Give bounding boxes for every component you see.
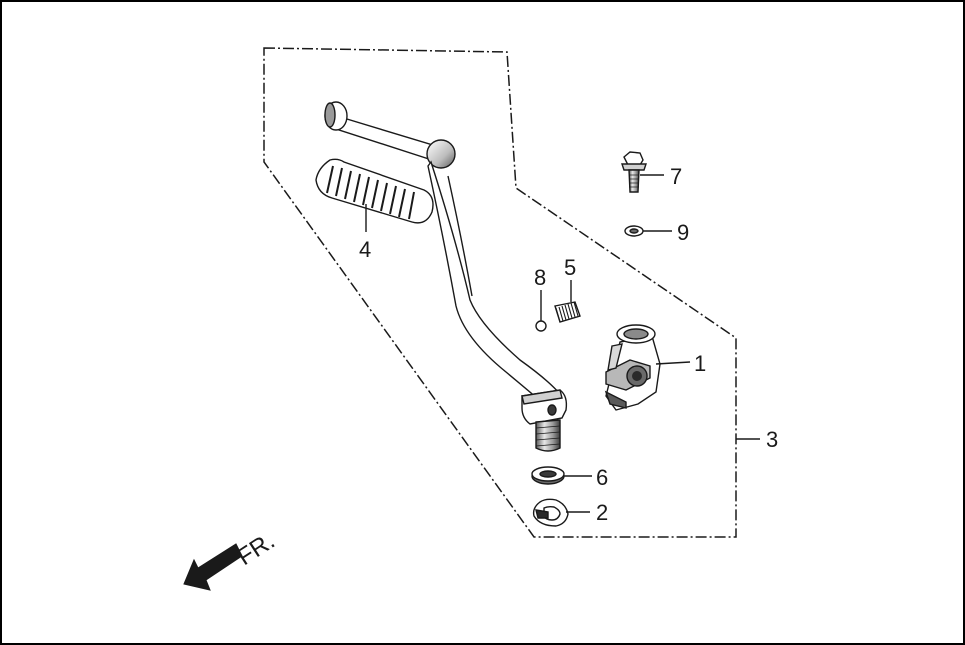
part-1-clamp [604,324,661,411]
callout-9: 9 [677,220,689,245]
part-6-washer [531,466,565,485]
leader-lines [365,174,760,513]
callout-5: 5 [564,255,576,280]
callout-1: 1 [694,351,706,376]
callout-8: 8 [534,265,546,290]
part-5-spring [554,301,581,323]
part-9-washer [624,225,644,237]
part-7-bolt [621,151,647,193]
callout-6: 6 [596,465,608,490]
assembly-outline [263,47,737,538]
callout-3: 3 [766,427,778,452]
callout-2: 2 [596,500,608,525]
direction-label: FR. [233,527,280,571]
part-4-rubber-grip [315,158,434,224]
leader-1 [655,361,691,365]
callout-4: 4 [359,237,371,262]
part-2-circlip [532,498,569,527]
kick-starter-arm [324,101,568,452]
arrow-down-left-icon [183,543,243,591]
callout-7: 7 [670,164,682,189]
front-direction-indicator: FR. [183,527,280,591]
part-8-ball [535,320,547,332]
